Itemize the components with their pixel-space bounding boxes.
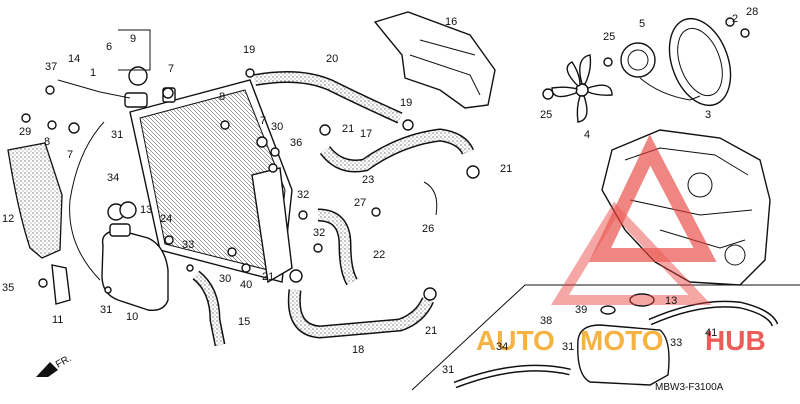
callout: 41	[705, 327, 717, 339]
callout: 35	[2, 282, 14, 294]
callout: 5	[639, 18, 645, 30]
cooling-fan	[551, 54, 613, 123]
figure-code: MBW3-F3100A	[655, 382, 724, 393]
callout-labels: 1 2 3 4 5 6 7 7 7 8 8 9 10 11 12 13 13 1…	[2, 6, 758, 376]
callout: 38	[540, 315, 552, 327]
callout: 1	[90, 67, 96, 79]
callout: 31	[562, 341, 574, 353]
callout: 6	[106, 41, 112, 53]
air-guide	[373, 11, 496, 109]
callout: 2	[732, 13, 738, 25]
callout: 7	[260, 115, 266, 127]
callout: 12	[2, 213, 14, 225]
callout: 26	[422, 223, 434, 235]
callout: 30	[219, 273, 231, 285]
callout: 29	[19, 126, 31, 138]
callout: 11	[52, 314, 63, 326]
callout: 10	[126, 311, 138, 323]
watermark-word-2: MOTO	[580, 325, 663, 356]
callout: 36	[290, 137, 302, 149]
watermark-word-3: HUB	[705, 325, 766, 356]
direction-label: FR.	[54, 353, 73, 371]
callout: 21	[262, 271, 274, 283]
callout: 22	[373, 249, 385, 261]
callout: 19	[400, 97, 412, 109]
callout: 30	[271, 121, 283, 133]
callout: 21	[342, 123, 354, 135]
callout: 13	[140, 204, 152, 216]
direction-arrow: FR.	[36, 353, 73, 377]
callout: 21	[500, 163, 512, 175]
callout: 18	[352, 344, 364, 356]
callout: 20	[326, 53, 338, 65]
callout: 37	[45, 61, 57, 73]
callout: 7	[168, 63, 174, 75]
callout: 21	[425, 325, 437, 337]
callout: 32	[297, 189, 309, 201]
callout: 32	[313, 227, 325, 239]
callout: 19	[243, 44, 255, 56]
callout: 34	[496, 341, 508, 353]
callout: 39	[575, 304, 587, 316]
watermark: AUTO MOTO HUB	[476, 134, 766, 356]
callout: 23	[362, 174, 374, 186]
fan-shroud	[668, 17, 732, 107]
callout: 9	[130, 33, 136, 45]
callout: 40	[240, 279, 252, 291]
callout: 8	[219, 91, 225, 103]
callout: 15	[238, 316, 250, 328]
callout: 33	[182, 239, 194, 251]
watermark-word-1: AUTO	[476, 325, 555, 356]
callout: 17	[360, 128, 372, 140]
callout: 25	[540, 109, 552, 121]
callout: 34	[107, 172, 119, 184]
callout: 28	[746, 6, 758, 18]
radiator-shroud	[7, 142, 63, 259]
callout: 31	[100, 304, 112, 316]
radiator-filler-neck	[124, 92, 148, 108]
callout: 33	[670, 337, 682, 349]
callout: 31	[111, 129, 123, 141]
callout: 27	[354, 197, 366, 209]
callout: 8	[44, 136, 50, 148]
fasteners	[21, 17, 750, 301]
callout: 4	[584, 129, 590, 141]
inset-reserve-tank	[577, 324, 670, 386]
fan-motor	[620, 42, 656, 78]
bracket	[51, 264, 71, 305]
callout: 24	[160, 213, 172, 225]
callout: 25	[603, 31, 615, 43]
callout: 13	[665, 295, 677, 307]
radiator	[124, 79, 293, 284]
callout: 16	[445, 16, 457, 28]
callout: 31	[442, 364, 454, 376]
callout: 7	[67, 149, 73, 161]
callout: 3	[705, 109, 711, 121]
callout: 14	[68, 53, 80, 65]
